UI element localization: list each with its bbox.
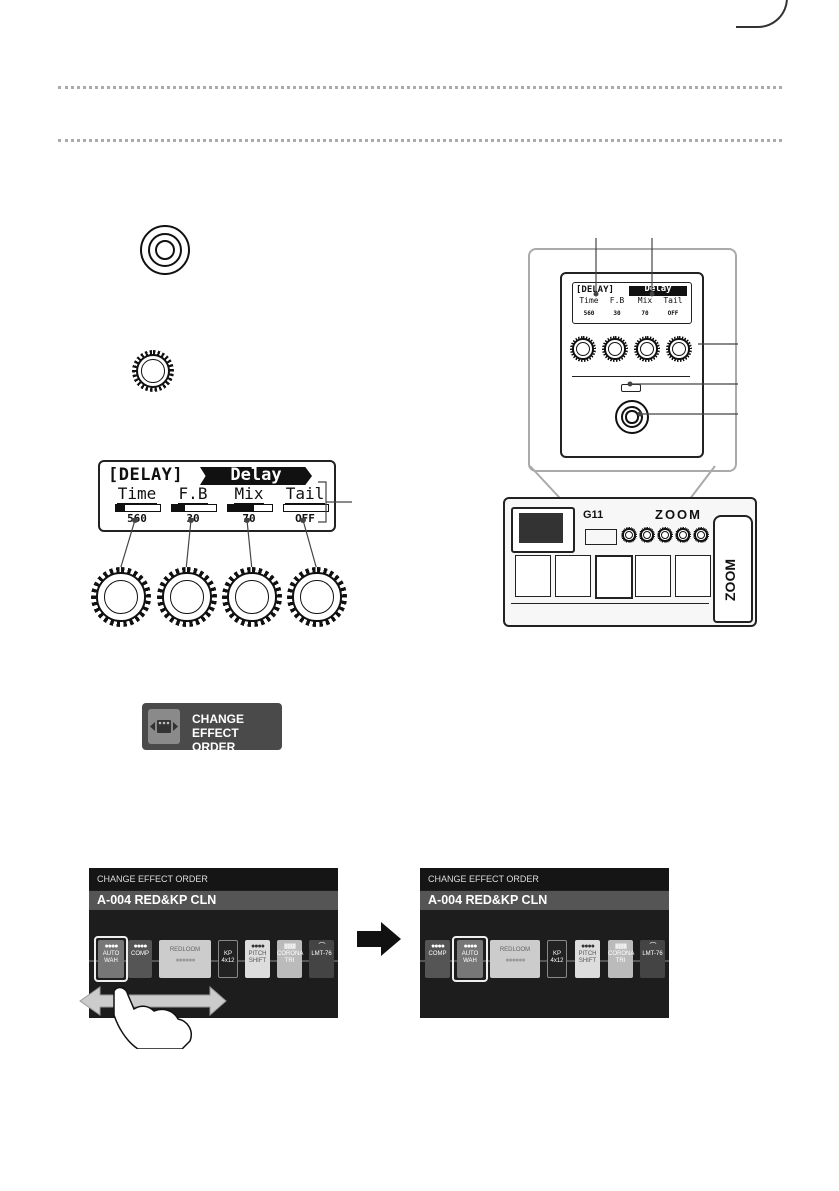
device-effect-unit[interactable]: [635, 555, 671, 597]
small-param-value: OFF: [667, 310, 679, 317]
small-display-category: [DELAY]: [576, 285, 614, 295]
small-display-name-bar: [629, 286, 687, 296]
reorder-icon: [148, 709, 180, 744]
effect-pitch-shift[interactable]: ●●●●PITCH SHIFT: [575, 940, 600, 978]
param-label: Tail: [284, 484, 326, 505]
small-param-value: 30: [613, 310, 621, 317]
selected-effect-frame: [452, 936, 488, 982]
device-footswitch-row: [511, 603, 709, 618]
device-brand-logo: ZOOM: [655, 507, 702, 522]
patch-name: A-004 RED&KP CLN: [420, 891, 669, 910]
unit-detail-frame: [528, 248, 737, 472]
small-param-value: 70: [641, 310, 649, 317]
arrow-right-icon: [357, 922, 401, 956]
dotted-divider: [58, 86, 782, 89]
display-callout: [318, 481, 352, 523]
unit-body: [DELAY] Delay Time F.B Mix Tail 560 30 7…: [560, 272, 704, 458]
screen-before: CHANGE EFFECT ORDER A-004 RED&KP CLN ●●●…: [89, 868, 338, 1018]
change-effect-order-label: CHANGE EFFECT ORDER: [192, 712, 245, 754]
signal-line: [420, 960, 669, 962]
unit-footswitch[interactable]: [615, 400, 649, 434]
effect-corona-tri[interactable]: ▮▮▮▮CORONA TRI: [608, 940, 634, 978]
param-label: F.B: [177, 484, 209, 505]
signal-line: [89, 960, 338, 962]
effect-corona-tri[interactable]: ▮▮▮▮CORONA TRI: [277, 940, 303, 978]
param-bar: [171, 504, 217, 512]
display-name-bar: [200, 467, 312, 485]
expression-pedal[interactable]: ZOOM: [713, 515, 753, 623]
device-knob[interactable]: [693, 527, 709, 543]
param-label: Mix: [233, 484, 265, 505]
device-effect-unit[interactable]: [515, 555, 551, 597]
dotted-divider: [58, 139, 782, 142]
small-param-label: Tail: [663, 296, 683, 305]
effect-kp4x12[interactable]: KP 4x12: [547, 940, 567, 978]
param-bar: [227, 504, 273, 512]
device-screen-frame: [511, 507, 575, 553]
unit-small-display: [DELAY] Delay Time F.B Mix Tail 560 30 7…: [572, 282, 692, 324]
param-bar: [115, 504, 161, 512]
effect-auto-wah[interactable]: ●●●●AUTO WAH: [98, 940, 124, 978]
unit-divider: [572, 376, 690, 377]
effect-redloom[interactable]: REDLOOM●●●●●●: [490, 940, 540, 978]
effect-pitch-shift[interactable]: ●●●●PITCH SHIFT: [245, 940, 270, 978]
footswitch-icon: [140, 225, 190, 275]
device-knob[interactable]: [621, 527, 637, 543]
device-screen: [519, 513, 563, 543]
knob-leader-lines: [119, 518, 318, 571]
unit-callouts: [593, 238, 738, 417]
device-knob[interactable]: [657, 527, 673, 543]
g11-device: G11 ZOOM ZOOM: [503, 497, 757, 627]
small-param-label: Time: [579, 296, 599, 305]
effect-kp4x12[interactable]: KP 4x12: [218, 940, 238, 978]
effect-lmt76[interactable]: ⌒LMT-76: [640, 940, 665, 978]
unit-knob[interactable]: [666, 336, 692, 362]
effect-comp[interactable]: ●●●●COMP: [425, 940, 450, 978]
knob-icon: [132, 350, 174, 392]
device-knob[interactable]: [675, 527, 691, 543]
page-corner-curve: [736, 0, 788, 28]
device-small-screen: [585, 529, 617, 545]
small-param-value: 560: [583, 310, 595, 317]
unit-knob[interactable]: [570, 336, 596, 362]
effect-lmt76[interactable]: ⌒LMT-76: [309, 940, 334, 978]
drag-gesture: [79, 985, 227, 1049]
screen-header: CHANGE EFFECT ORDER: [420, 868, 669, 890]
pedal-logo: ZOOM: [722, 559, 738, 601]
device-model: G11: [583, 509, 604, 521]
param-knob-1[interactable]: [91, 567, 151, 627]
param-label: Time: [116, 484, 158, 505]
selected-effect-frame: [94, 936, 128, 982]
display-category: [DELAY]: [108, 465, 184, 485]
screen-after: CHANGE EFFECT ORDER A-004 RED&KP CLN ●●●…: [420, 868, 669, 1018]
small-param-label: F.B: [609, 296, 625, 305]
effect-comp[interactable]: ●●●●COMP: [128, 940, 152, 978]
device-effect-unit[interactable]: [675, 555, 711, 597]
device-knob[interactable]: [639, 527, 655, 543]
param-bar: [283, 504, 329, 512]
change-effect-order-button[interactable]: CHANGE EFFECT ORDER: [142, 703, 282, 754]
screen-header: CHANGE EFFECT ORDER: [89, 868, 338, 890]
device-effect-unit[interactable]: [555, 555, 591, 597]
unit-knob[interactable]: [634, 336, 660, 362]
small-display-name: Delay: [644, 284, 672, 294]
param-knob-4[interactable]: [287, 567, 347, 627]
effect-redloom[interactable]: REDLOOM●●●●●●: [159, 940, 211, 978]
patch-name: A-004 RED&KP CLN: [89, 891, 338, 910]
device-effect-unit[interactable]: [595, 555, 633, 599]
small-param-label: Mix: [637, 296, 653, 305]
param-knob-3[interactable]: [222, 567, 282, 627]
effect-auto-wah[interactable]: ●●●●AUTO WAH: [457, 940, 483, 978]
unit-knob[interactable]: [602, 336, 628, 362]
display-effect-name: Delay: [230, 465, 282, 485]
param-knob-2[interactable]: [157, 567, 217, 627]
